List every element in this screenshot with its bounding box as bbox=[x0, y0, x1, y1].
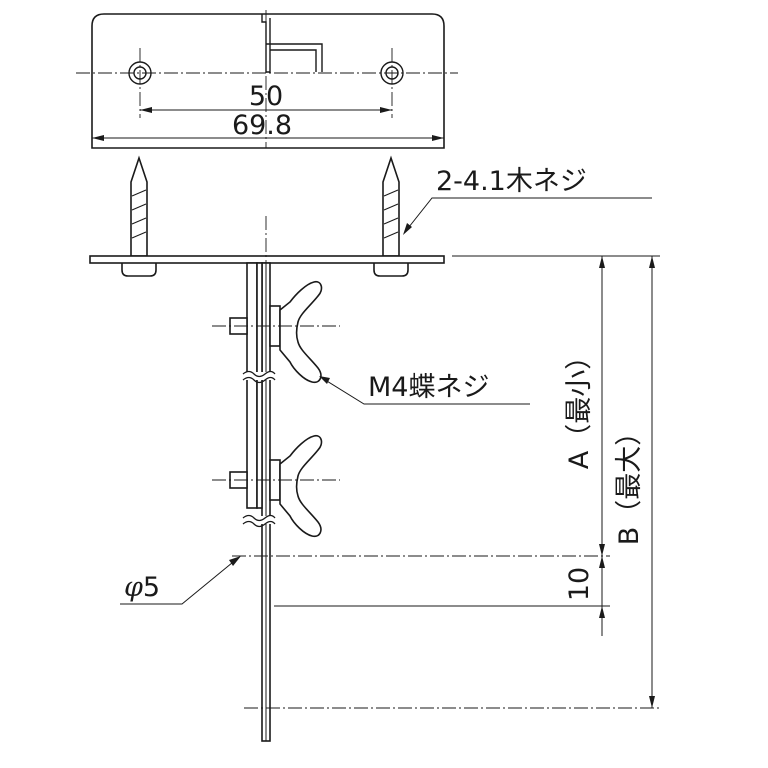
front-view-base-plate bbox=[89, 255, 445, 264]
dimension-b-label: B（最大） bbox=[614, 419, 645, 546]
upper-wing-screw bbox=[212, 280, 340, 384]
top-view-rod bbox=[261, 14, 323, 73]
top-view: 50 69.8 bbox=[76, 10, 458, 149]
dimension-a bbox=[599, 256, 605, 556]
dimension-50 bbox=[140, 107, 392, 113]
right-wood-screw bbox=[373, 155, 409, 277]
dimension-10 bbox=[599, 556, 605, 636]
lower-wing-screw bbox=[212, 434, 340, 538]
diameter-callout bbox=[120, 556, 241, 605]
wing-screw-label: M4蝶ネジ bbox=[368, 372, 489, 403]
front-view bbox=[89, 155, 660, 742]
dimension-69-8-label: 69.8 bbox=[232, 110, 292, 141]
upper-break-mark bbox=[242, 370, 276, 384]
lower-break-mark bbox=[242, 514, 276, 528]
wing-screw-callout bbox=[319, 376, 530, 405]
dimension-50-label: 50 bbox=[249, 81, 283, 112]
wood-screw-label: 2-4.1木ネジ bbox=[436, 166, 587, 197]
vertical-bracket bbox=[246, 262, 258, 509]
diameter-label: φ5 bbox=[124, 572, 160, 603]
wood-screw-callout bbox=[403, 197, 652, 235]
dimension-b bbox=[649, 256, 655, 708]
dimension-a-label: A（最小） bbox=[564, 343, 595, 469]
dimension-69-8 bbox=[92, 135, 444, 141]
top-view-plate-outline bbox=[91, 13, 445, 149]
dimension-10-label: 10 bbox=[564, 567, 595, 601]
rod-guide-plate bbox=[256, 262, 263, 509]
